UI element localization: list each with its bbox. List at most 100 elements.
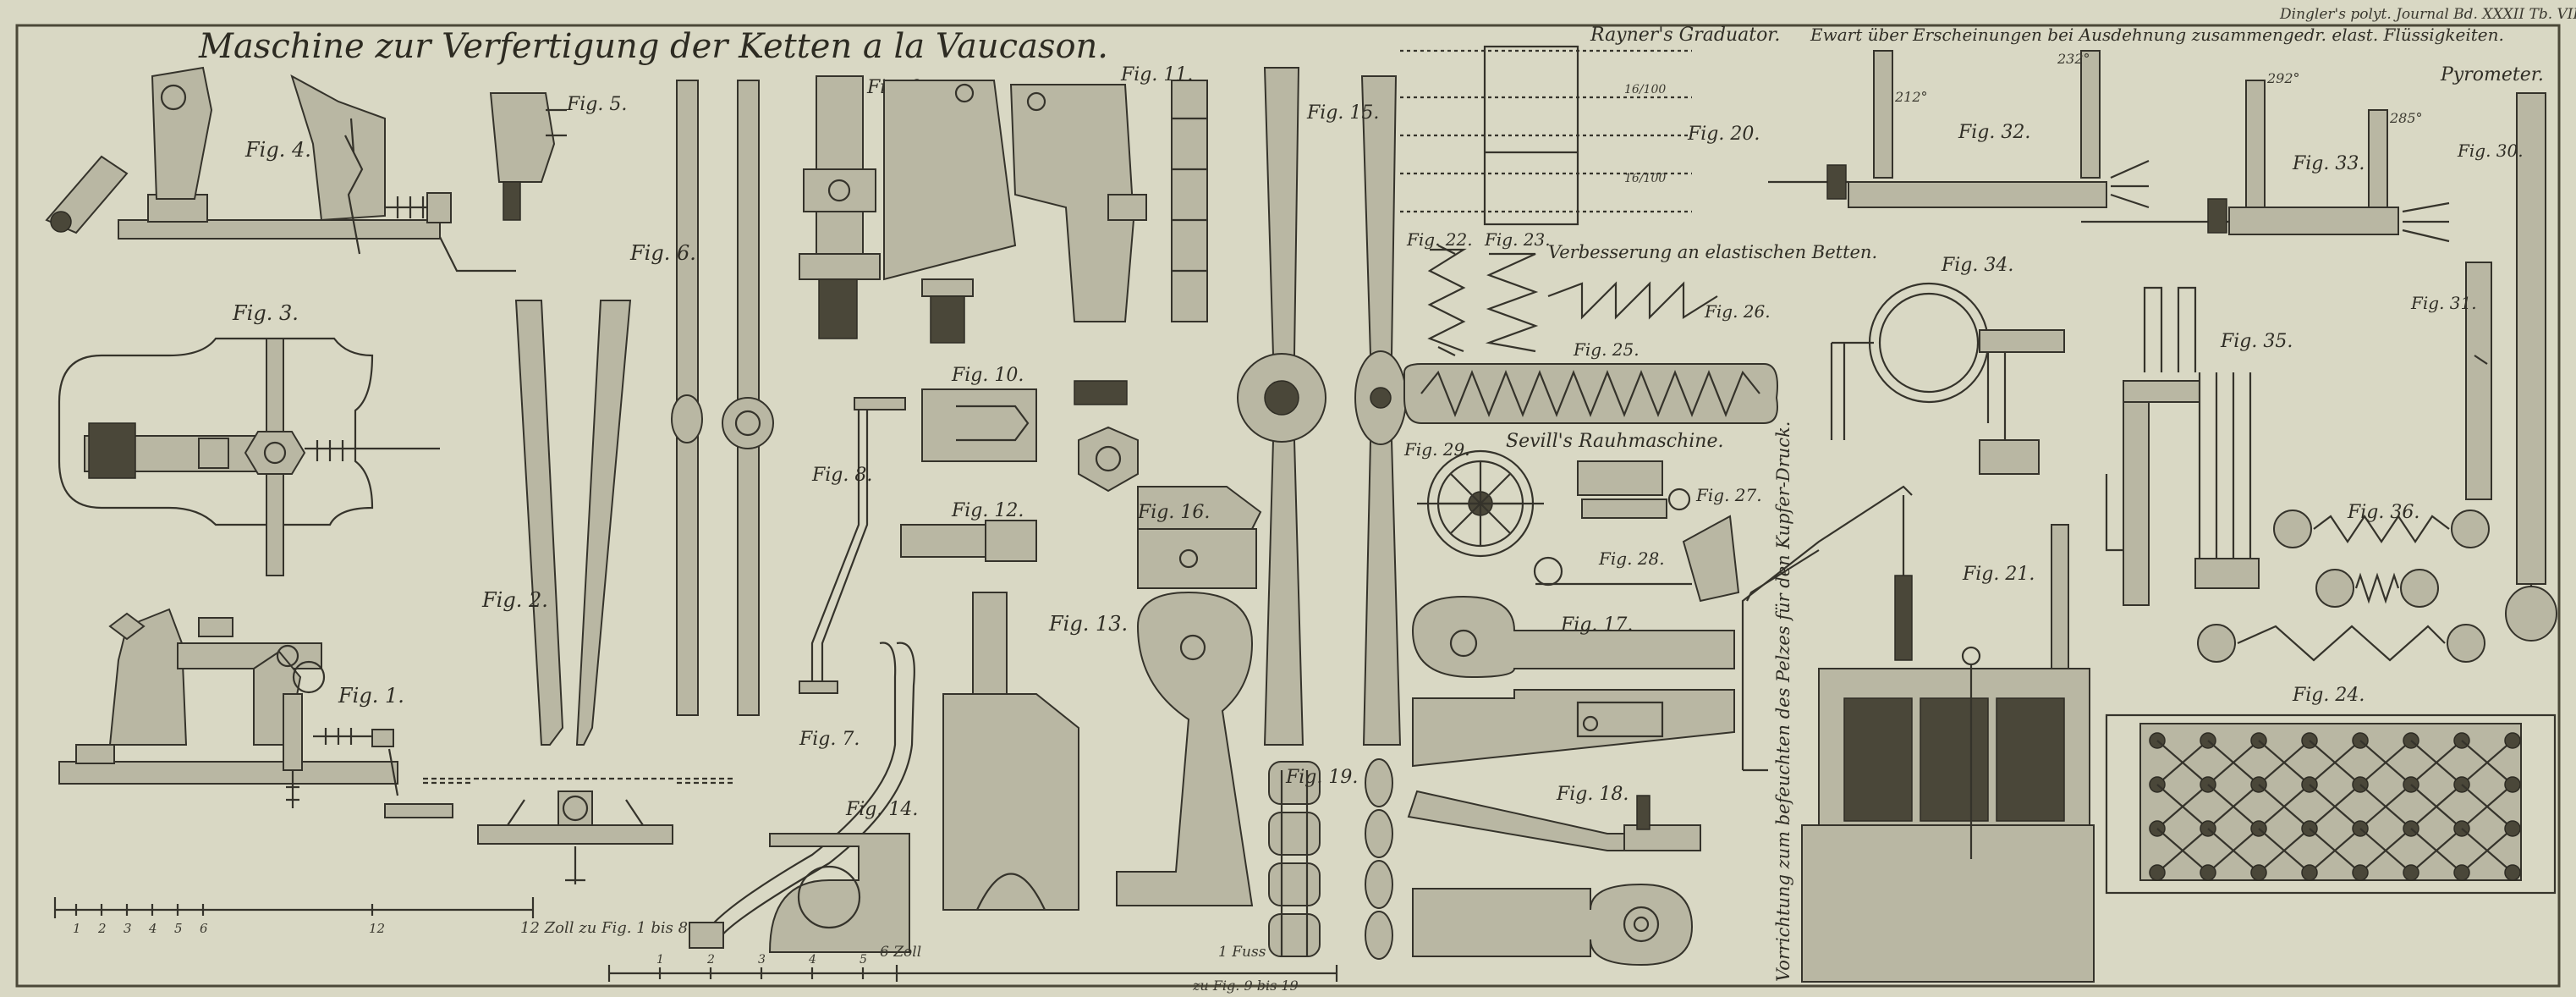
figure-34-label: Fig. 34. [1941, 255, 2013, 276]
figure-10-label: Fig. 10. [951, 365, 1024, 386]
figure-16-label: Fig. 16. [1137, 502, 1210, 523]
figure-6-drawing [671, 80, 774, 716]
lattice-strut [2156, 828, 2209, 873]
lattice-strut [2156, 784, 2209, 829]
thermo-292: 292° [2266, 70, 2300, 86]
figure-26-label: Fig. 26. [1704, 301, 1771, 322]
figure-9-drawing [799, 75, 881, 339]
lattice-knot [2200, 864, 2216, 881]
figure-15-drawing [1237, 67, 1407, 746]
lattice-strut [2309, 784, 2361, 829]
lattice-knot [2504, 776, 2521, 793]
figure-5-label: Fig. 5. [566, 94, 627, 115]
middle-scale-tick-label: 4 [808, 953, 816, 967]
rayner-fraction-1: 16/100 [1624, 83, 1666, 96]
left-scale-tick-label: 5 [174, 921, 183, 936]
figure-24-label: Fig. 24. [2292, 685, 2365, 706]
middle-scale-tick-label: 2 [706, 953, 715, 967]
figure-14-label: Fig. 14. [845, 799, 918, 820]
figure-11-drawing [1009, 80, 1208, 322]
figure-6-label: Fig. 6. [629, 241, 696, 265]
figure-18-label: Fig. 18. [1556, 784, 1629, 805]
figure-5-drawing [489, 92, 567, 221]
figure-4-drawing [45, 66, 516, 273]
figure-31-drawing [2465, 262, 2492, 500]
lattice-strut [2359, 784, 2412, 829]
figure-30-label: Fig. 30. [2457, 140, 2524, 161]
figure-11-label: Fig. 11. [1120, 64, 1193, 85]
figure-18-drawing [1407, 790, 1701, 967]
figure-19-label: Fig. 19. [1285, 767, 1358, 788]
lattice-strut [2461, 828, 2513, 873]
figure-32-label: Fig. 32. [1958, 122, 2030, 143]
plate-title: Maschine zur Verfertigung der Ketten a l… [198, 27, 1108, 66]
lattice-knot [2352, 864, 2369, 881]
middle-scale-tick-label: 5 [860, 953, 867, 967]
figure-23-drawing [1485, 252, 1539, 353]
left-scale-tick-label: 3 [124, 921, 132, 936]
lattice-strut [2156, 740, 2209, 785]
figure-27-drawing [1577, 460, 1691, 519]
left-scale-caption: 12 Zoll zu Fig. 1 bis 8 [520, 919, 688, 937]
figure-7-label: Fig. 7. [799, 729, 860, 750]
figure-26-drawing [1547, 281, 1718, 320]
figure-17-label: Fig. 17. [1560, 614, 1633, 636]
lattice-strut [2207, 784, 2260, 829]
figure-8-label: Fig. 8. [811, 465, 872, 486]
lattice-strut [2359, 828, 2412, 873]
lattice-strut [2461, 784, 2513, 829]
ewart-heading: Ewart über Erscheinungen bei Ausdehnung … [1810, 25, 2504, 45]
sevill-heading: Sevill's Rauhmaschine. [1506, 431, 1723, 452]
figure-21-label: Fig. 21. [1962, 564, 2035, 585]
verbesserung-heading: Verbesserung an elastischen Betten. [1548, 242, 1877, 262]
figure-3-label: Fig. 3. [232, 301, 299, 325]
thermo-285: 285° [2389, 110, 2423, 126]
lattice-knot [2504, 820, 2521, 837]
pyrometer-heading: Pyrometer. [2440, 64, 2544, 85]
lattice-strut [2207, 828, 2260, 873]
middle-scale-zoll: 6 Zoll [880, 944, 921, 961]
figure-21-drawing [1741, 485, 2095, 983]
figure-30-drawing [2505, 92, 2557, 642]
lattice-strut [2410, 828, 2463, 873]
figure-13-hook-piece [1116, 591, 1254, 906]
figure-32-drawing [1768, 50, 2150, 209]
vorrichtung-heading: Vorrichtung zum befeuchten des Pelzes fü… [1773, 421, 1793, 982]
figure-7-drawing [689, 642, 915, 949]
left-scale-tick-label: 4 [148, 921, 157, 936]
left-scale-tick-label: 2 [97, 921, 107, 936]
figure-2-drawing [423, 300, 736, 884]
left-scale-bar [53, 897, 535, 918]
rayner-fraction-2: 16/100 [1624, 172, 1666, 185]
figure-20-label: Fig. 20. [1687, 124, 1760, 145]
lattice-strut [2410, 784, 2463, 829]
lattice-strut [2207, 740, 2260, 785]
lattice-strut [2258, 828, 2310, 873]
figure-8-drawing [799, 397, 906, 694]
figure-22-label: Fig. 22. [1406, 229, 1473, 250]
figure-13-drawing [942, 592, 1079, 911]
lattice-strut [2461, 740, 2513, 785]
figure-29-label: Fig. 29. [1403, 439, 1470, 460]
figure-27-label: Fig. 27. [1695, 485, 1762, 505]
lattice-strut [2410, 740, 2463, 785]
lattice-knot [2250, 864, 2267, 881]
lattice-knot [2504, 864, 2521, 881]
figure-14-drawing [768, 833, 910, 953]
figure-19-drawing [1268, 758, 1393, 960]
lattice-strut [2359, 740, 2412, 785]
figure-29-drawing [1417, 449, 1544, 558]
figure-36-drawing [2197, 510, 2490, 663]
figure-36-label: Fig. 36. [2347, 502, 2419, 523]
middle-scale-tick-label: 3 [758, 953, 766, 967]
figure-15-label: Fig. 15. [1306, 102, 1379, 124]
middle-scale-caption: zu Fig. 9 bis 19 [1192, 978, 1299, 994]
lattice-knot [2403, 864, 2419, 881]
figure-25-label: Fig. 25. [1573, 339, 1640, 360]
figure-2-label: Fig. 2. [481, 588, 548, 612]
journal-reference: Dingler's polyt. Journal Bd. XXXII Tb. V… [2279, 6, 2576, 23]
figure-20-drawing [1400, 45, 1692, 226]
lattice-knot [2453, 864, 2470, 881]
figure-1-label: Fig. 1. [338, 684, 404, 708]
